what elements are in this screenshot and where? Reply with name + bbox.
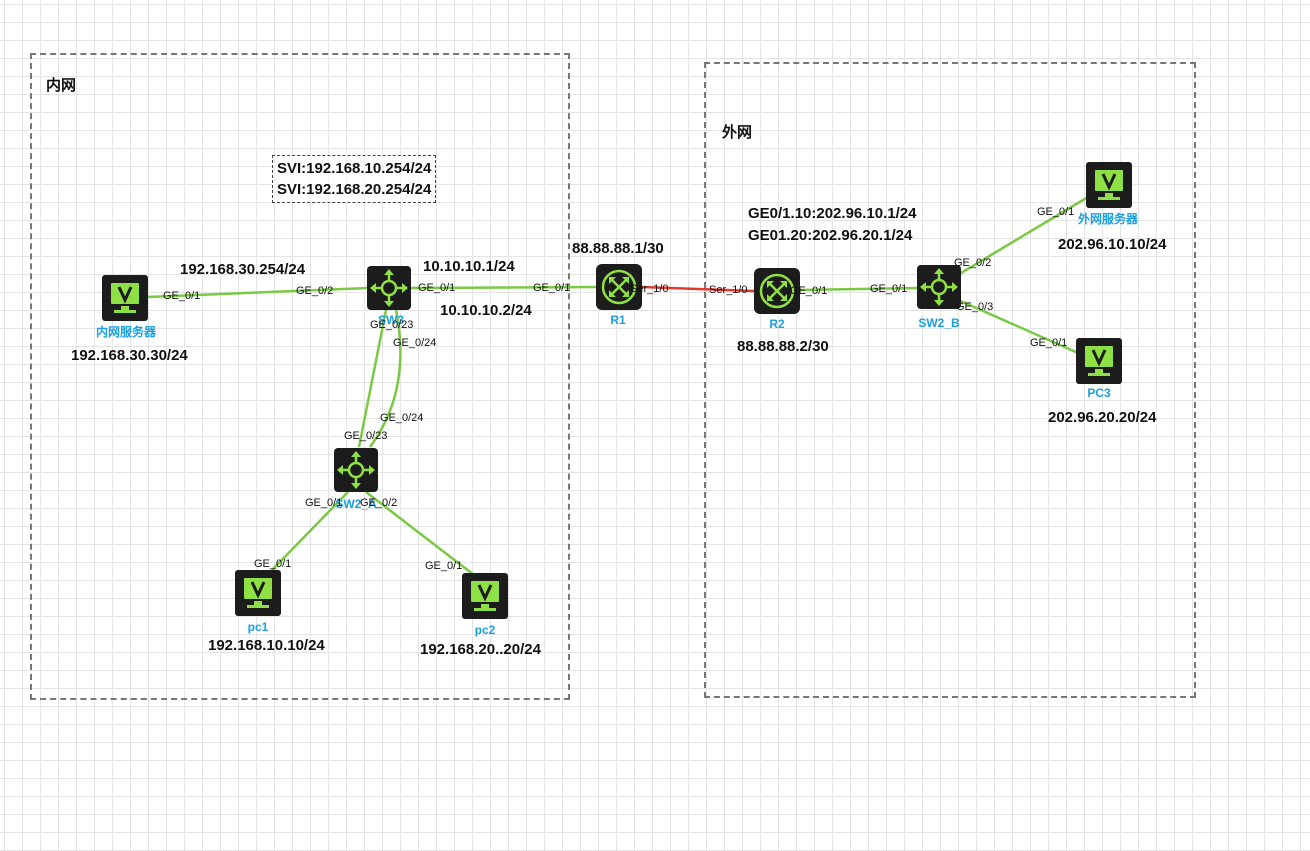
pc3-name: PC3	[1087, 386, 1111, 400]
pc2-icon[interactable]	[462, 573, 508, 619]
port-sw2a-p24: GE_0/24	[380, 412, 424, 424]
port-sw2a-to-pc2: GE_0/2	[360, 497, 398, 509]
r2-subif1-ip: GE0/1.10:202.96.10.1/24	[748, 205, 917, 222]
port-sw3-to-server: GE_0/2	[296, 285, 334, 297]
inner-network-title: 内网	[46, 77, 77, 94]
pc2-ip: 192.168.20..20/24	[420, 641, 541, 658]
sw3-uplink-ip: 10.10.10.1/24	[423, 258, 515, 275]
sw2a-name: SW2_A	[335, 497, 377, 511]
sw3-gateway-ip: 192.168.30.254/24	[180, 261, 306, 278]
port-sw3-p24: GE_0/24	[393, 337, 437, 349]
svi-line-1: SVI:192.168.10.254/24	[277, 160, 432, 177]
link-sw2b-server	[955, 195, 1089, 278]
r1-lan-ip: 10.10.10.2/24	[440, 302, 532, 319]
port-pc3: GE_0/1	[1030, 337, 1068, 349]
pc1-icon[interactable]	[235, 570, 281, 616]
r2-subif2-ip: GE01.20:202.96.20.1/24	[748, 227, 913, 244]
link-server-sw3	[147, 286, 369, 299]
port-pc2: GE_0/1	[425, 560, 463, 572]
r2-name: R2	[769, 317, 785, 331]
link-sw3-r1	[409, 285, 597, 290]
link-sw3-sw2a-p23	[357, 309, 388, 448]
outer-server-ip: 202.96.10.10/24	[1058, 236, 1167, 253]
link-r1-r2-serial	[641, 285, 755, 293]
pc1-name: pc1	[247, 620, 269, 634]
sw3-switch-icon[interactable]	[367, 266, 411, 310]
outer-server-icon[interactable]	[1086, 162, 1132, 208]
svi-line-2: SVI:192.168.20.254/24	[277, 181, 432, 198]
port-sw2a-p23: GE_0/23	[344, 430, 388, 442]
r1-router-icon[interactable]	[596, 264, 642, 310]
sw2b-name: SW2_B	[918, 316, 960, 330]
r1-wan-ip: 88.88.88.1/30	[572, 240, 664, 257]
inner-server-ip: 192.168.30.30/24	[71, 347, 188, 364]
port-r1-serial: Ser_1/0	[630, 283, 669, 295]
port-r2-to-sw2b: GE_0/1	[790, 285, 828, 297]
port-r1-to-sw3: GE_0/1	[533, 282, 571, 294]
link-sw3-sw2a-p24	[368, 309, 402, 448]
link-r2-sw2b	[799, 286, 919, 292]
port-r2-serial: Ser_1/0	[709, 284, 748, 296]
port-sw2b-to-server: GE_0/2	[954, 257, 992, 269]
link-sw2b-pc3	[955, 297, 1079, 355]
svi-address-box: SVI:192.168.10.254/24 SVI:192.168.20.254…	[272, 155, 437, 203]
pc1-ip: 192.168.10.10/24	[208, 637, 325, 654]
r2-router-icon[interactable]	[754, 268, 800, 314]
sw3-name: SW3	[377, 313, 405, 327]
port-sw2a-to-pc1: GE_0/1	[305, 497, 343, 509]
port-sw2b-to-r2: GE_0/1	[870, 283, 908, 295]
r1-name: R1	[610, 313, 626, 327]
inner-network-zone	[30, 53, 570, 700]
outer-server-name: 外网服务器	[1077, 212, 1139, 226]
outer-network-title: 外网	[722, 124, 753, 141]
inner-server-icon[interactable]	[102, 275, 148, 321]
port-pc1: GE_0/1	[254, 558, 292, 570]
pc3-ip: 202.96.20.20/24	[1048, 409, 1157, 426]
inner-server-name: 内网服务器	[95, 325, 157, 339]
link-sw2a-pc1	[271, 491, 349, 571]
sw2a-switch-icon[interactable]	[334, 448, 378, 492]
pc3-icon[interactable]	[1076, 338, 1122, 384]
sw2b-switch-icon[interactable]	[917, 265, 961, 309]
link-sw2a-pc2	[365, 491, 475, 576]
port-sw3-to-r1: GE_0/1	[418, 282, 456, 294]
port-inner-server: GE_0/1	[163, 290, 201, 302]
pc2-name: pc2	[474, 623, 496, 637]
outer-network-zone	[704, 62, 1196, 698]
r2-wan-ip: 88.88.88.2/30	[737, 338, 829, 355]
port-sw2b-to-pc3: GE_0/3	[956, 301, 994, 313]
port-sw3-p23: GE_0/23	[370, 319, 414, 331]
port-outer-server: GE_0/1	[1037, 206, 1075, 218]
